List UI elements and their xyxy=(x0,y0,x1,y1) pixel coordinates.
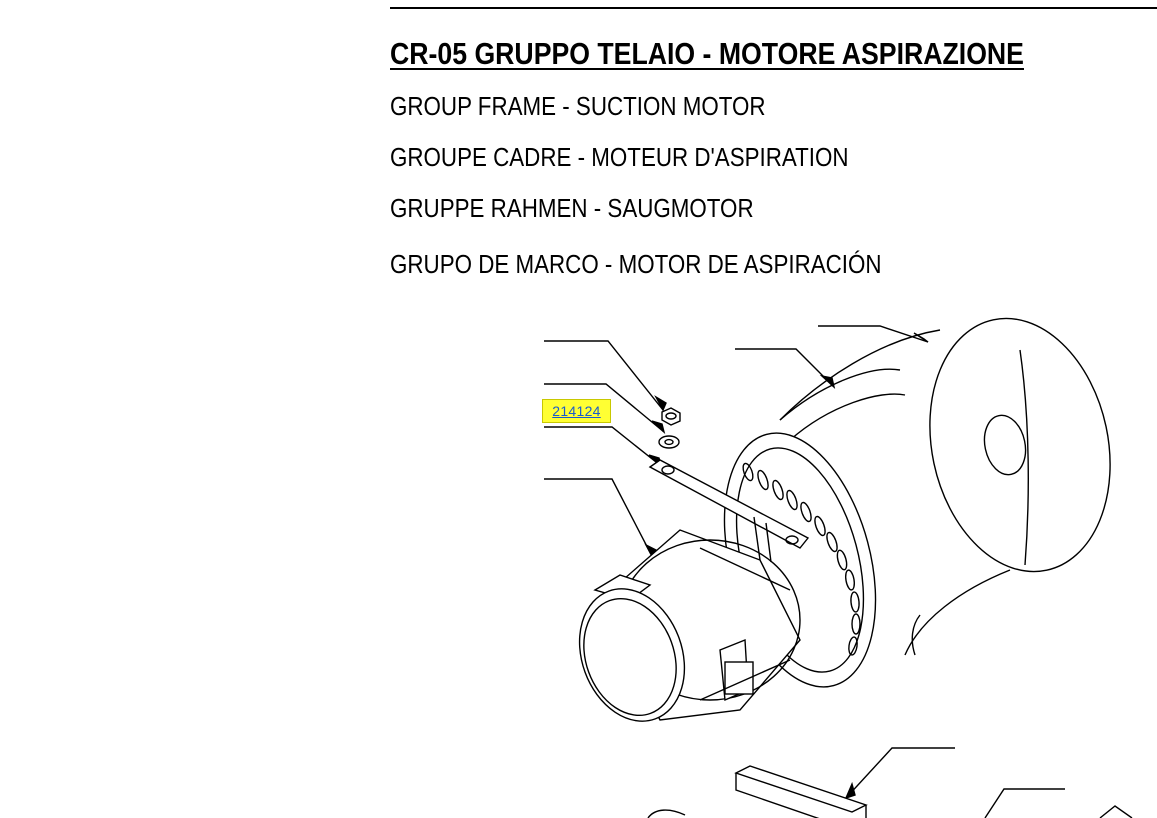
subtitle-german: GRUPPE RAHMEN - SAUGMOTOR xyxy=(390,193,754,223)
end-cap xyxy=(578,588,686,722)
hex-nut xyxy=(661,407,681,426)
subtitle-french: GROUPE CADRE - MOTEUR D'ASPIRATION xyxy=(390,142,849,172)
page-title: CR-05 GRUPPO TELAIO - MOTORE ASPIRAZIONE xyxy=(390,36,1024,71)
lower-parts xyxy=(647,765,1133,818)
part-number-text[interactable]: 214124 xyxy=(552,403,601,419)
vent-slots xyxy=(742,462,861,656)
leader-lines xyxy=(544,325,1065,818)
subtitle-spanish: GRUPO DE MARCO - MOTOR DE ASPIRACIÓN xyxy=(390,249,882,279)
top-rule xyxy=(390,7,1157,9)
motor-outer-housing xyxy=(779,317,1111,656)
part-number-link[interactable]: 214124 xyxy=(542,399,611,423)
subtitle-english: GROUP FRAME - SUCTION MOTOR xyxy=(390,91,766,121)
washer xyxy=(658,435,680,449)
